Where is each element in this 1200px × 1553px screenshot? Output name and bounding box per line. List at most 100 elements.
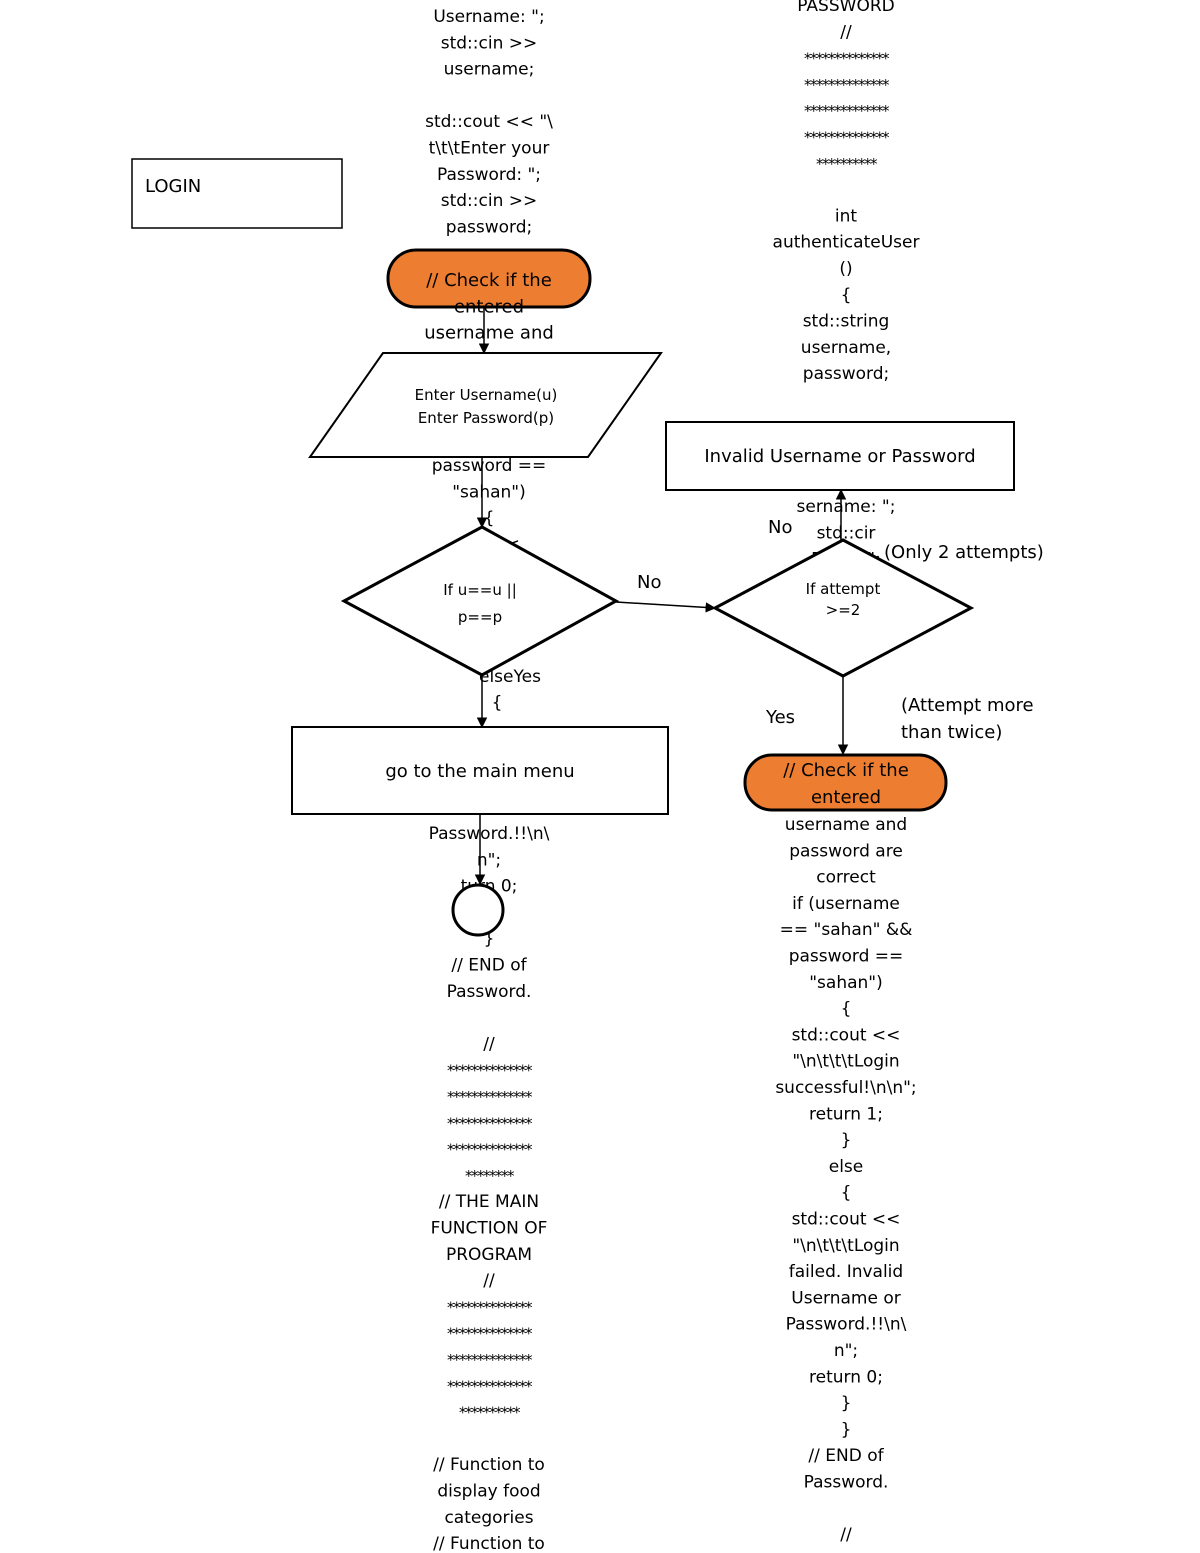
right-top-code-text: PASSWORD//******************************…: [773, 0, 920, 384]
right-top-code-line: **************: [804, 102, 890, 120]
right-top-code-line: **************: [804, 50, 890, 68]
right-lower-code-line: n";: [834, 1341, 858, 1361]
left-lower-code-line: **********: [459, 1404, 521, 1422]
invalid-credentials-box: [665, 421, 1015, 491]
right-lower-code-line: return 0;: [809, 1367, 883, 1387]
invalid-credentials-text: Invalid Username or Password: [704, 446, 975, 467]
decision-credentials-line: If u==u ||: [443, 581, 517, 599]
left-mid-code-line: {: [484, 509, 495, 529]
right-top-code-line: **********: [816, 155, 878, 173]
right-lower-code-line: password are: [789, 841, 903, 861]
start-terminator-line: username and: [424, 323, 554, 344]
right-lower-code-line: Username or: [791, 1288, 900, 1308]
right-lower-code-line: correct: [816, 868, 876, 888]
label-yes-2: Yes: [765, 707, 795, 728]
right-lower-code-line: username and: [785, 815, 907, 835]
left-lower-code-line: // Function to: [433, 1455, 545, 1475]
right-mid-code-line: sername: ";: [797, 497, 896, 517]
decision-credentials-text: If u==u || p==p: [443, 581, 517, 626]
login-title-text: LOGIN: [145, 176, 201, 197]
right-lower-code-line: {: [841, 999, 852, 1019]
left-lower-code-line: PROGRAM: [446, 1245, 532, 1265]
right-lower-code-text: username and password are correct if (usern…: [775, 815, 916, 1545]
left-top-code-line: password;: [446, 217, 532, 237]
left-lower-code-line: }: [484, 929, 495, 949]
left-lower-code-line: FUNCTION OF: [431, 1219, 548, 1239]
decision-attempts-line: >=2: [826, 601, 861, 619]
left-lower-code-line: **************: [447, 1088, 533, 1106]
right-lower-code-line: if (username: [792, 894, 900, 914]
right-lower-code-line: else: [829, 1157, 864, 1177]
label-only-2-attempts: (Only 2 attempts): [884, 542, 1044, 563]
left-lower-code-line: Password.: [447, 982, 532, 1002]
right-lower-code-line: // END of: [808, 1446, 884, 1466]
right-lower-code-line: successful!\n\n";: [775, 1078, 916, 1098]
end-terminator-text: // Check if the entered: [783, 760, 909, 808]
left-lower-code-line: **************: [447, 1351, 533, 1369]
right-lower-code-line: "sahan"): [809, 973, 883, 993]
left-lower-code-line: ********: [465, 1167, 515, 1185]
right-top-code-line: (): [839, 259, 852, 279]
left-top-code-line: username;: [444, 60, 535, 80]
right-top-code-line: authenticateUser: [773, 233, 920, 253]
input-parallelogram-line: Enter Password(p): [418, 409, 554, 427]
left-lower-code-line: **************: [447, 1114, 533, 1132]
right-lower-code-line: }: [841, 1131, 852, 1151]
right-lower-code-line: std::cout <<: [792, 1210, 901, 1230]
left-top-code-line: Username: ";: [433, 7, 544, 27]
label-attempt-more-line: (Attempt more: [901, 695, 1034, 716]
end-terminator-line: entered: [811, 787, 881, 808]
left-top-code-line: t\t\tEnter your: [429, 139, 550, 159]
end-terminator: [743, 753, 948, 812]
left-lower-code-line: categories: [444, 1508, 533, 1528]
left-top-code-line: std::cout << "\: [425, 112, 553, 132]
left-lower-code-line: // THE MAIN: [439, 1192, 539, 1212]
left-mid-code-line: "sahan"): [452, 482, 526, 502]
label-no-1: No: [637, 572, 661, 593]
left-lower-code-line: display food: [437, 1482, 540, 1502]
right-lower-code-line: "\n\t\t\tLogin: [792, 1236, 899, 1256]
left-brace-text: {: [492, 693, 503, 713]
decision-credentials-line: p==p: [458, 608, 502, 626]
right-lower-code-line: password ==: [789, 947, 904, 967]
right-top-code-line: PASSWORD: [797, 0, 894, 16]
left-top-code-line: Password: ";: [437, 165, 541, 185]
right-top-code-line: password;: [803, 364, 889, 384]
left-lower-code-line: n";: [477, 850, 501, 870]
start-terminator: [386, 248, 592, 309]
input-parallelogram-text: Enter Username(u) Enter Password(p): [415, 386, 558, 427]
right-top-code-line: std::string: [803, 312, 890, 332]
right-lower-code-line: //: [840, 1525, 852, 1545]
right-lower-code-line: Password.!!\n\: [786, 1315, 907, 1335]
right-top-code-line: int: [835, 206, 857, 226]
right-mid-code-line: std::cir: [817, 523, 876, 543]
left-lower-code-line: **************: [447, 1377, 533, 1395]
left-lower-code-line: // Function to: [433, 1534, 545, 1553]
left-lower-code-text: Password.!!\n\n";turn 0;}// END ofPasswo…: [429, 824, 550, 1553]
right-top-code-line: username,: [801, 338, 891, 358]
decision-attempts-text: If attempt>=2: [806, 580, 881, 619]
left-lower-code-line: **************: [447, 1062, 533, 1080]
label-yes-1: elseYes: [479, 667, 541, 687]
right-top-code-line: //: [840, 22, 852, 42]
main-menu-text: go to the main menu: [385, 761, 574, 782]
right-lower-code-line: "\n\t\t\tLogin: [792, 1052, 899, 1072]
right-lower-code-line: }: [841, 1394, 852, 1414]
right-top-code-line: **************: [804, 76, 890, 94]
decision-credentials: [340, 525, 620, 677]
left-lower-code-line: //: [483, 1271, 495, 1291]
input-parallelogram-line: Enter Username(u): [415, 386, 558, 404]
right-lower-code-line: {: [841, 1183, 852, 1203]
login-title-box: [131, 158, 343, 229]
left-lower-code-line: **************: [447, 1141, 533, 1159]
left-lower-code-line: // END of: [451, 956, 527, 976]
right-lower-code-line: }: [841, 1420, 852, 1440]
left-top-code-line: std::cin >>: [441, 33, 538, 53]
end-terminator-line: // Check if the: [783, 760, 909, 781]
left-top-code-text: Username: ";std::cin >>username;std::cou…: [425, 7, 553, 237]
left-lower-code-line: //: [483, 1034, 495, 1054]
left-lower-code-line: Password.!!\n\: [429, 824, 550, 844]
